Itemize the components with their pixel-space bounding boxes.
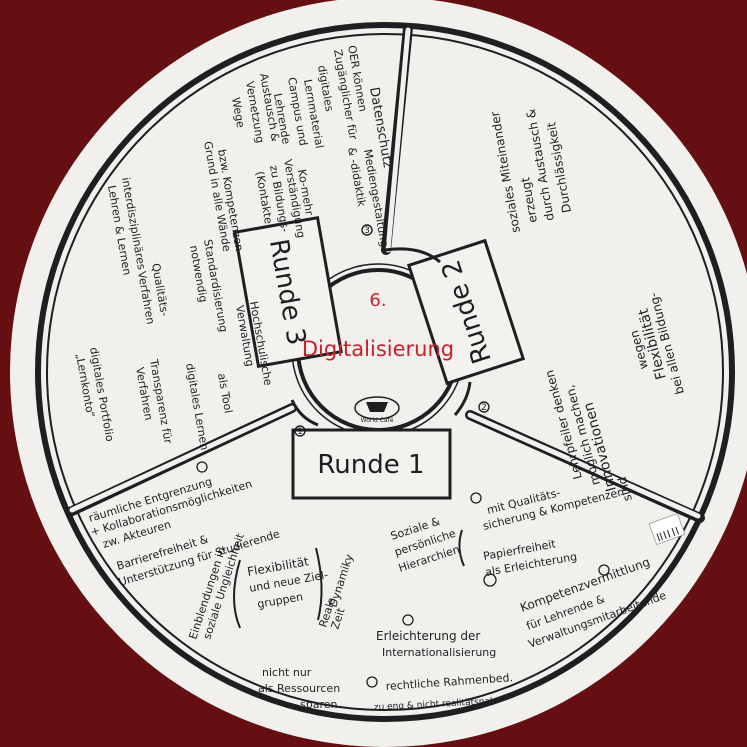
world-cafe-logo: World Café (354, 396, 400, 424)
note: Erleichterung der (376, 629, 480, 643)
plus-icon (402, 614, 414, 626)
note: Internationalisierung (382, 646, 496, 659)
plus-icon (470, 492, 482, 504)
round-2-box: Runde 2 (406, 238, 526, 386)
plus-markers (196, 461, 610, 688)
plus-icon (196, 461, 208, 473)
round-3-box: Runde 3 (233, 216, 343, 368)
round-markers: 3 2 1 (294, 224, 490, 437)
marker-3: 3 (364, 226, 370, 236)
logo-text: World Café (361, 417, 394, 424)
plus-icon (366, 676, 378, 688)
round-1-label: Runde 1 (317, 450, 424, 480)
divider-left-inner (69, 405, 295, 513)
segment-dividers (65, 23, 705, 523)
plus-icon (483, 573, 497, 587)
marker-1: 1 (297, 427, 303, 437)
barcode-icon (656, 526, 680, 542)
outer-border-ring-inner (46, 33, 724, 711)
rotation-arrows (290, 247, 472, 427)
bracket-strokes (233, 529, 465, 629)
note: Wege (229, 96, 247, 129)
note: sind (615, 475, 635, 503)
divider-right-inner (467, 412, 701, 519)
note: als Ressourcen (258, 682, 340, 695)
center-number: 6. (369, 290, 386, 311)
round-1-box: Runde 1 (291, 428, 452, 500)
note: sparen (300, 698, 338, 711)
cup-icon (366, 402, 388, 412)
outer-border-ring (35, 22, 735, 722)
divider-top-inner (385, 27, 411, 253)
plus-icon (598, 564, 610, 576)
note: nicht nur (262, 666, 312, 679)
marker-2: 2 (481, 403, 487, 413)
center-title: Digitalisierung (302, 337, 454, 361)
